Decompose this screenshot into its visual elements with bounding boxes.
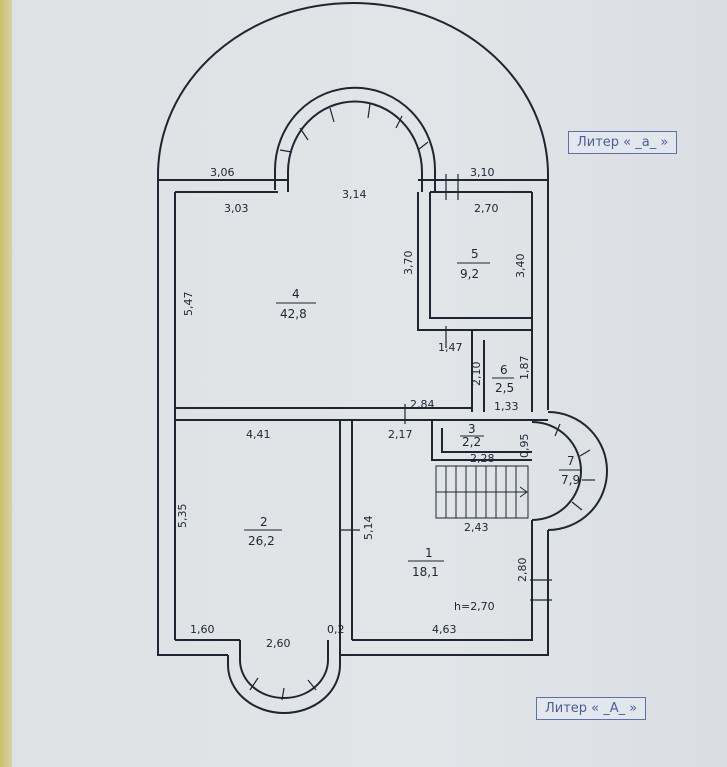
liter-stamp-top: Литер « _а_ »: [568, 131, 678, 154]
room-1-number: 1: [425, 546, 433, 560]
room-1-area: 18,1: [412, 565, 439, 579]
dim-284: 2,84: [410, 398, 435, 411]
room-5-number: 5: [471, 247, 479, 261]
room-7-area: 7,9: [561, 473, 580, 487]
dim-187: 1,87: [518, 356, 531, 381]
dim-370: 3,70: [402, 251, 415, 276]
room-7-number: 7: [567, 454, 575, 468]
dim-314: 3,14: [342, 188, 367, 201]
dim-535: 5,35: [176, 504, 189, 529]
wall-2-1: [339, 420, 353, 655]
dimension-labels: 3,06 3,03 3,14 3,10 2,70 3,70 3,40 5,47 …: [176, 166, 531, 650]
bottom-right-wall-inner: [352, 520, 533, 641]
room-6-number: 6: [500, 363, 508, 377]
dim-310: 3,10: [470, 166, 495, 179]
liter-stamp-bottom: Литер « _А_ »: [536, 697, 647, 720]
room-3-number: 3: [468, 422, 476, 436]
room-3-area: 2,2: [462, 435, 481, 449]
room7-bay-inner: [531, 421, 582, 521]
staircase: [435, 465, 529, 519]
dim-243: 2,43: [464, 521, 489, 534]
room-2-number: 2: [260, 515, 268, 529]
dim-280: 2,80: [516, 558, 529, 583]
room-labels: 4 42,8 5 9,2 6 2,5 3 2,2 7 7,9 2 26,2 1 …: [244, 247, 581, 579]
dim-463: 4,63: [432, 623, 457, 636]
partition-4-2: [175, 407, 548, 421]
room-4-number: 4: [292, 287, 300, 301]
dim-h: h=2,70: [454, 600, 495, 613]
bay-arch-outer: [274, 86, 436, 192]
dim-303: 3,03: [224, 202, 249, 215]
bottom-right-wall: [340, 530, 549, 656]
room6-walls: [471, 330, 485, 412]
dim-547: 5,47: [182, 292, 195, 317]
dim-270: 2,70: [474, 202, 499, 215]
dim-340: 3,40: [514, 254, 527, 279]
dim-147: 1,47: [438, 341, 463, 354]
dim-02: 0,2: [327, 623, 345, 636]
room3-walls: [431, 420, 532, 461]
top-wall-right: [418, 179, 548, 193]
dim-228: 2,28: [470, 452, 495, 465]
bottom-bay-outer: [227, 655, 341, 714]
top-wall-left: [158, 179, 288, 193]
room-6-area: 2,5: [495, 381, 514, 395]
room-5-area: 9,2: [460, 267, 479, 281]
outer-wall: [157, 175, 228, 656]
bay-arch-inner: [287, 100, 423, 192]
room5-walls: [417, 192, 532, 331]
bottom-bay-inner: [239, 640, 329, 699]
dim-133: 1,33: [494, 400, 519, 413]
top-arch-outline: [157, 2, 549, 410]
dim-095: 0,95: [518, 434, 531, 459]
dim-217: 2,17: [388, 428, 413, 441]
dim-514: 5,14: [362, 516, 375, 541]
room7-bay-outer: [547, 411, 608, 531]
room-2-area: 26,2: [248, 534, 275, 548]
dim-260: 2,60: [266, 637, 291, 650]
window-hatches: [249, 103, 595, 701]
room-4-area: 42,8: [280, 307, 307, 321]
dim-210: 2,10: [470, 362, 483, 387]
paper-edge: [0, 0, 12, 767]
dim-441: 4,41: [246, 428, 271, 441]
dim-306: 3,06: [210, 166, 235, 179]
dim-160: 1,60: [190, 623, 215, 636]
